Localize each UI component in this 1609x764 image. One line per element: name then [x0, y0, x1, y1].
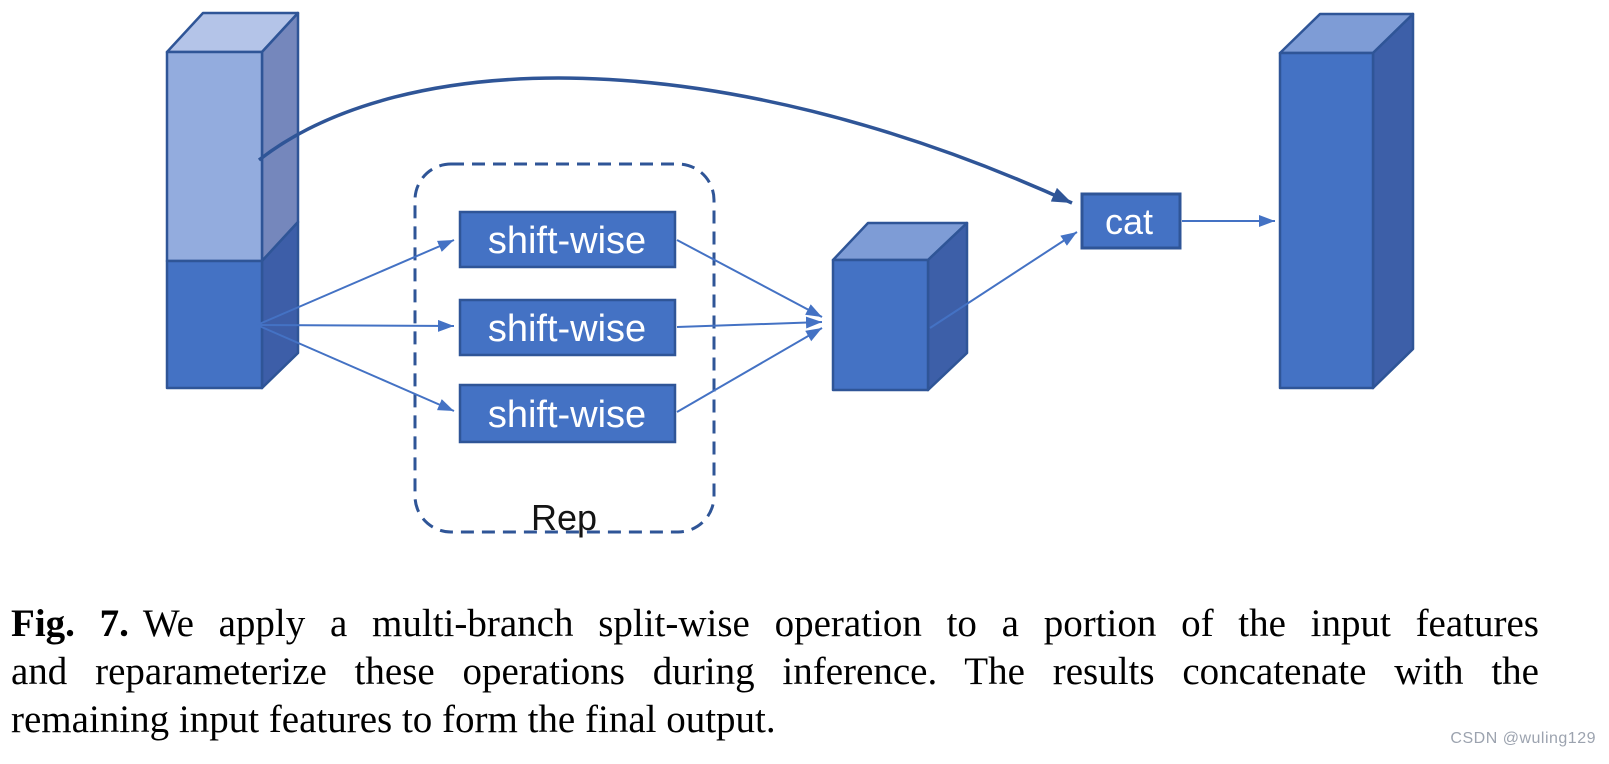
branch-boxes: shift-wise shift-wise shift-wise — [458, 210, 677, 444]
branch-box-1-label: shift-wise — [488, 220, 646, 262]
cube-front-face — [831, 258, 930, 392]
split-arrows — [256, 239, 455, 412]
split-arrow-3 — [256, 324, 455, 412]
input-tensor-front-dark — [165, 259, 264, 390]
cat-node: cat — [1080, 192, 1182, 250]
merge-arrow-2 — [676, 316, 823, 329]
rep-label: Rep — [531, 497, 597, 538]
caption-line-2: and reparameterize these operations duri… — [11, 650, 1539, 693]
branch-output-cube — [831, 221, 969, 392]
branch-box-2-label: shift-wise — [488, 308, 646, 350]
merge-arrow-3 — [676, 327, 823, 413]
caption-line-3: remaining input features to form the fin… — [11, 698, 776, 741]
output-tensor-side-face — [1371, 12, 1415, 390]
input-tensor-front-light — [165, 50, 264, 263]
branch-box-3-label: shift-wise — [488, 394, 646, 436]
caption-line-1-text: We apply a multi-branch split-wise opera… — [142, 602, 1539, 645]
figure-caption: Fig. 7. We apply a multi-branch split-wis… — [11, 600, 1539, 744]
cat-box — [1080, 192, 1182, 250]
merge-arrow-1 — [676, 239, 823, 318]
bypass-curve-arrow — [257, 76, 1073, 205]
cube-to-cat-arrow — [929, 231, 1078, 329]
branch-box-2 — [458, 298, 677, 357]
split-arrow-1 — [256, 239, 455, 326]
input-tensor — [165, 11, 300, 390]
split-arrow-2 — [256, 319, 455, 332]
branch-box-1 — [458, 210, 677, 269]
merge-arrows — [676, 239, 823, 413]
output-tensor-front-face — [1278, 51, 1375, 390]
branch-box-3 — [458, 383, 677, 444]
figure-diagram: shift-wise shift-wise shift-wise Rep cat — [165, 11, 1415, 538]
caption-line-1: Fig. 7. We apply a multi-branch split-wis… — [11, 600, 1539, 648]
output-tensor — [1278, 12, 1415, 390]
figure-number-label: Fig. 7. — [11, 602, 129, 645]
cat-label: cat — [1105, 201, 1153, 242]
csdn-watermark: CSDN @wuling129 — [1450, 730, 1596, 747]
rep-container — [413, 162, 716, 534]
